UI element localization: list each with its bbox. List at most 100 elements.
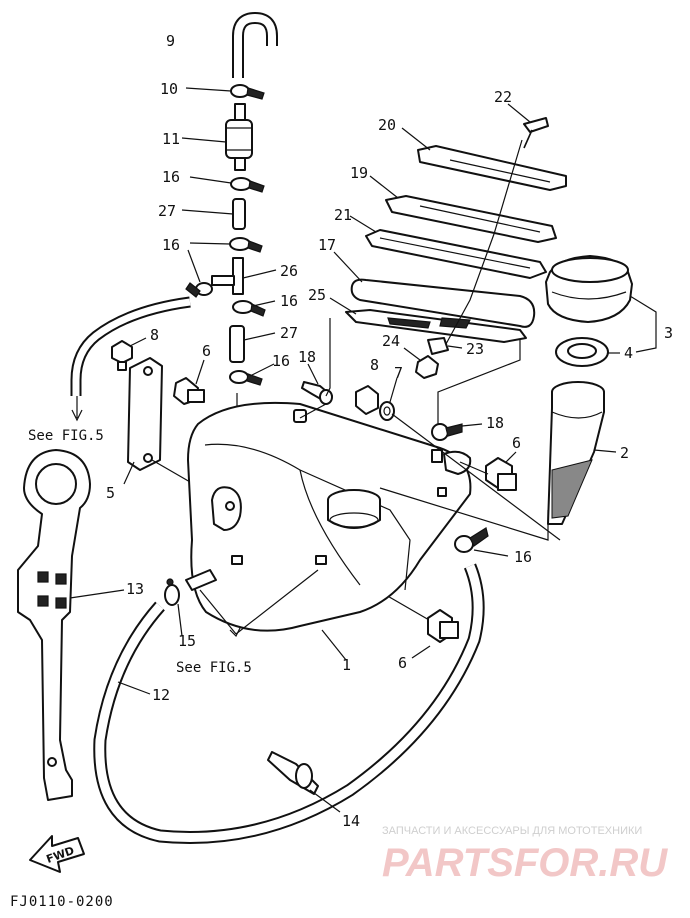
label-part-12: 12 xyxy=(152,686,170,704)
plate-20 xyxy=(417,145,567,191)
label-part-6-upper: 6 xyxy=(202,342,211,360)
leader-line-13 xyxy=(69,589,125,599)
leader-line-17 xyxy=(333,251,363,283)
leader-line-11 xyxy=(181,137,227,143)
leader-line-27-upper xyxy=(181,209,234,215)
clip-14 xyxy=(267,751,319,795)
clip-16-fourth xyxy=(229,370,263,386)
label-part-24: 24 xyxy=(382,332,400,350)
bracket-5 xyxy=(127,357,163,471)
label-part-19: 19 xyxy=(350,164,368,182)
guide-line-25-left xyxy=(325,318,331,397)
leader-line-14 xyxy=(309,789,341,813)
label-part-16-second: 16 xyxy=(162,236,180,254)
label-part-16-tank-right: 16 xyxy=(514,548,532,566)
label-see-fig-left: See FIG.5 xyxy=(28,428,104,444)
label-part-14: 14 xyxy=(342,812,360,830)
fwd-arrow xyxy=(29,835,85,873)
washer-7 xyxy=(379,401,395,421)
label-part-17: 17 xyxy=(318,236,336,254)
guide-line-strainer xyxy=(379,487,549,541)
guide-line-bolt8-right xyxy=(391,413,561,541)
leader-line-16-top xyxy=(189,176,232,184)
guide-line-plates xyxy=(445,139,523,345)
leader-line-23 xyxy=(447,345,463,349)
leader-line-5 xyxy=(123,461,135,485)
leader-line-6-upper xyxy=(195,359,205,385)
leader-line-6-right xyxy=(505,451,517,463)
label-part-27-upper: 27 xyxy=(158,202,176,220)
leader-line-15 xyxy=(177,603,183,637)
clip-16-tank-right xyxy=(454,527,489,553)
clip-10 xyxy=(230,84,265,100)
leader-line-19 xyxy=(369,175,399,199)
guide-line-bolt6-right xyxy=(459,461,489,475)
clip-16-second xyxy=(229,237,263,253)
clip-16-top xyxy=(230,177,265,193)
hose-9-inner xyxy=(234,13,276,78)
label-part-1: 1 xyxy=(342,656,351,674)
label-part-11: 11 xyxy=(162,130,180,148)
watermark-logo: PARTSFOR.RU xyxy=(382,841,668,885)
leader-line-25 xyxy=(329,297,357,315)
label-part-18-right: 18 xyxy=(486,414,504,432)
label-part-26: 26 xyxy=(280,262,298,280)
guide-line-see-fig-bottom xyxy=(199,569,319,635)
label-part-27-lower: 27 xyxy=(280,324,298,342)
leader-line-16-fourth xyxy=(249,363,275,377)
label-part-6-right: 6 xyxy=(512,434,521,452)
leader-line-18-left xyxy=(307,363,319,385)
clip-16-third xyxy=(232,300,266,317)
vent-hose-left-inner xyxy=(72,298,191,396)
label-part-15: 15 xyxy=(178,632,196,650)
leader-line-21 xyxy=(349,215,377,233)
leader-line-16-tank-right xyxy=(473,549,509,557)
label-part-9: 9 xyxy=(166,32,175,50)
clamp-band-13 xyxy=(17,449,91,801)
fuel-cap-3 xyxy=(545,255,633,323)
arrow-see-fig-left xyxy=(71,396,83,422)
fuel-tank-1 xyxy=(187,401,472,632)
leader-line-22 xyxy=(507,103,531,123)
leader-line-26 xyxy=(242,269,277,279)
label-part-3: 3 xyxy=(664,324,673,342)
label-part-16-top: 16 xyxy=(162,168,180,186)
guide-line-18-left xyxy=(299,403,327,419)
label-part-8-right: 8 xyxy=(370,356,379,374)
bolt-8-right xyxy=(355,385,379,415)
leader-line-6-lower xyxy=(411,645,431,659)
label-part-22: 22 xyxy=(494,88,512,106)
leader-line-18-right xyxy=(461,423,483,427)
hose-27-upper xyxy=(232,198,246,230)
leader-line-10 xyxy=(185,87,232,92)
leader-line-20 xyxy=(401,127,431,151)
fuel-filter-11 xyxy=(225,103,253,171)
bolt-6-right xyxy=(485,457,517,491)
bolt-8-left xyxy=(111,340,133,371)
label-part-10: 10 xyxy=(160,80,178,98)
label-part-2: 2 xyxy=(620,444,629,462)
label-part-23: 23 xyxy=(466,340,484,358)
bolt-6-upper xyxy=(173,377,205,405)
leader-line-2 xyxy=(593,449,617,453)
label-part-18-left: 18 xyxy=(298,348,316,366)
seat-bracket-17 xyxy=(350,278,536,328)
label-figure-code: FJ0110-0200 xyxy=(10,894,114,910)
leader-line-8-left xyxy=(129,337,147,347)
label-part-25: 25 xyxy=(308,286,326,304)
label-part-5: 5 xyxy=(106,484,115,502)
label-part-21: 21 xyxy=(334,206,352,224)
bracket-25 xyxy=(345,309,527,343)
nipple-15 xyxy=(164,569,217,606)
label-part-7: 7 xyxy=(394,364,403,382)
clip-16-left xyxy=(185,282,213,298)
leader-line-3 xyxy=(629,295,657,353)
label-part-6-lower: 6 xyxy=(398,654,407,672)
hose-12-inner xyxy=(95,564,483,842)
leader-line-16-second-b xyxy=(187,249,201,283)
nut-24 xyxy=(415,355,439,379)
leader-line-16-third xyxy=(252,300,276,307)
label-part-16-fourth: 16 xyxy=(272,352,290,370)
screw-22 xyxy=(523,117,549,149)
